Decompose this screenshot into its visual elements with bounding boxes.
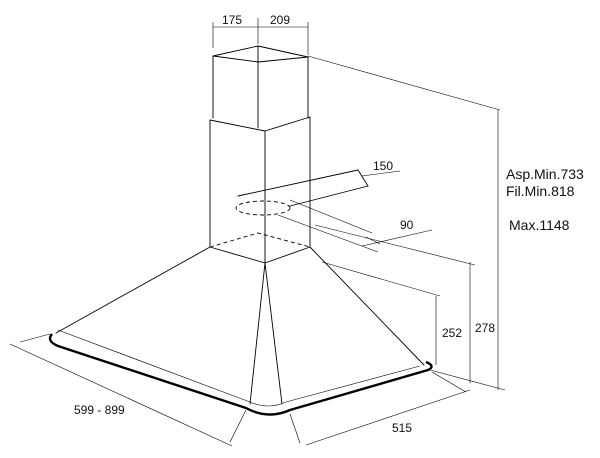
dim-outlet-offset: 90 xyxy=(400,218,414,232)
dimension-lines xyxy=(9,18,506,447)
hood-canopy xyxy=(48,246,433,416)
dim-canopy-height: 252 xyxy=(442,326,462,340)
dim-chimney-depth: 175 xyxy=(222,13,242,27)
dim-outlet-depth: 150 xyxy=(373,159,393,173)
dim-body-height: 278 xyxy=(475,321,495,335)
upper-chimney xyxy=(212,45,309,129)
dim-hood-width: 599 - 899 xyxy=(74,403,125,417)
spec-fil-min: Fil.Min.818 xyxy=(506,183,575,199)
dim-chimney-width: 209 xyxy=(270,13,290,27)
spec-asp-min: Asp.Min.733 xyxy=(506,166,584,182)
dim-hood-depth: 515 xyxy=(392,421,412,435)
spec-max: Max.1148 xyxy=(509,217,570,233)
lower-chimney xyxy=(209,116,311,264)
outlet-pipe xyxy=(235,169,433,253)
